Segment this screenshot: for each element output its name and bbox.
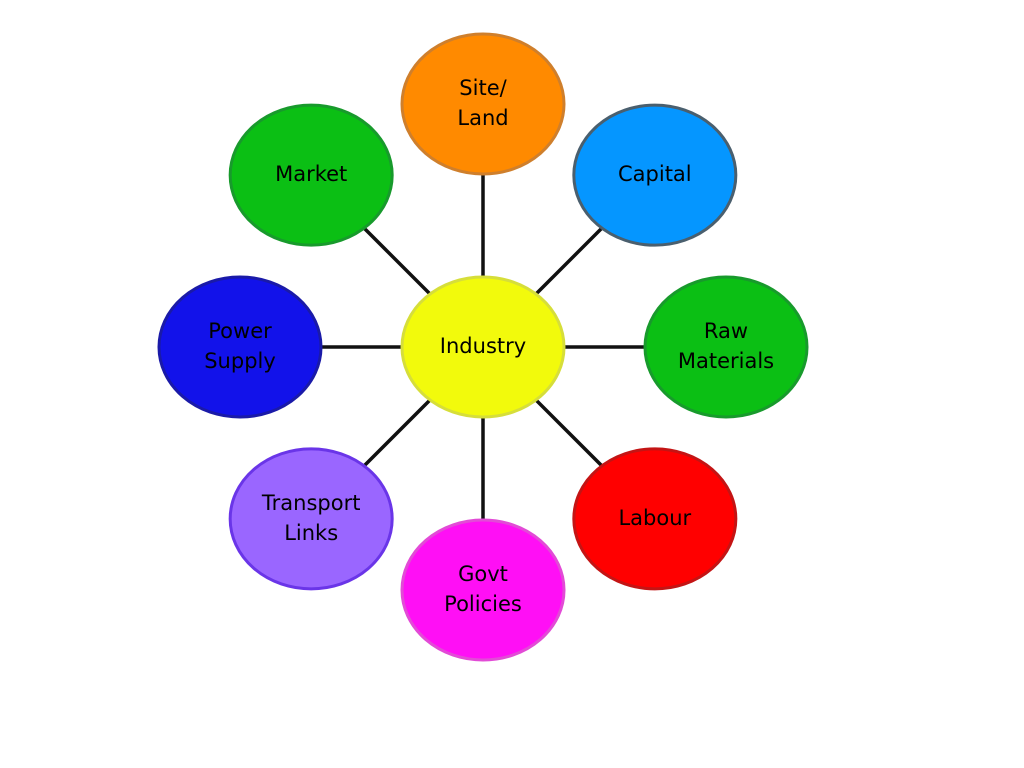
node-site-land-shape <box>400 32 566 176</box>
node-site-land-label: Site/ <box>459 76 507 100</box>
node-industry: Industry <box>400 275 566 419</box>
node-group: Site/LandCapitalRawMaterialsLabourGovtPo… <box>157 32 809 662</box>
node-raw-materials-label: Raw <box>704 319 748 343</box>
node-raw-materials-shape <box>643 275 809 419</box>
node-transport-links-shape <box>228 447 394 591</box>
node-power-supply-shape <box>157 275 323 419</box>
node-govt-policies-shape <box>400 518 566 662</box>
node-industry-label: Industry <box>440 334 526 358</box>
node-site-land: Site/Land <box>400 32 566 176</box>
node-transport-links-label: Transport <box>261 491 361 515</box>
node-market-shape <box>228 103 394 247</box>
node-labour: Labour <box>572 447 738 591</box>
node-labour-shape <box>572 447 738 591</box>
node-industry-shape <box>400 275 566 419</box>
node-market: Market <box>228 103 394 247</box>
node-market-label: Market <box>275 162 347 186</box>
node-capital-label: Capital <box>618 162 692 186</box>
node-govt-policies-label: Govt <box>458 562 508 586</box>
node-power-supply-label: Power <box>208 319 272 343</box>
node-power-supply-label: Supply <box>204 349 276 373</box>
node-labour-label: Labour <box>618 506 691 530</box>
node-site-land-label: Land <box>457 106 508 130</box>
node-govt-policies-label: Policies <box>444 592 522 616</box>
node-capital-shape <box>572 103 738 247</box>
node-transport-links-label: Links <box>284 521 338 545</box>
node-capital: Capital <box>572 103 738 247</box>
node-raw-materials-label: Materials <box>678 349 774 373</box>
